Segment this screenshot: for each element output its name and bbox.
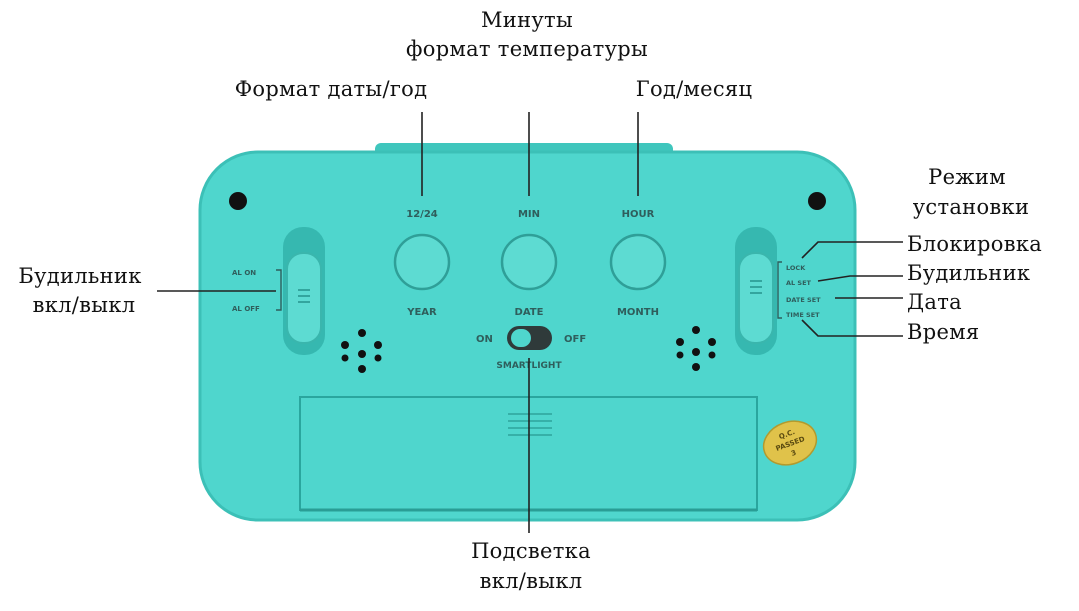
callout-time: Время bbox=[907, 320, 980, 344]
callout-minutes-line1: Минуты bbox=[481, 8, 573, 32]
callout-alarm-left-line1: Будильник bbox=[18, 264, 142, 288]
smartlight-switch-knob bbox=[511, 329, 531, 347]
smartlight-off-label: OFF bbox=[564, 334, 586, 345]
qc-sticker bbox=[762, 420, 818, 466]
leader-lock bbox=[801, 241, 903, 259]
leader-time bbox=[801, 319, 903, 337]
button-min-date[interactable] bbox=[500, 233, 558, 291]
al-off-label: AL OFF bbox=[232, 305, 260, 313]
callout-alarm-right: Будильник bbox=[907, 261, 1031, 285]
button-hour-month[interactable] bbox=[609, 233, 667, 291]
callout-backlight-line1: Подсветка bbox=[471, 539, 591, 563]
callout-minutes-line2: формат температуры bbox=[406, 37, 648, 61]
callout-setup-mode-line1: Режим bbox=[928, 165, 1006, 189]
speaker-grille-left bbox=[341, 329, 382, 373]
mode-bracket bbox=[777, 261, 782, 319]
mode-pos-lock: LOCK bbox=[786, 264, 806, 272]
callout-lock: Блокировка bbox=[907, 232, 1043, 256]
mount-hole-left bbox=[229, 192, 247, 210]
btn3-top-label: HOUR bbox=[622, 209, 655, 220]
button-12-24-year[interactable] bbox=[393, 233, 451, 291]
leader-alarm-right bbox=[817, 275, 903, 282]
callout-date: Дата bbox=[907, 290, 962, 314]
alarm-switch-knob[interactable] bbox=[286, 252, 322, 344]
battery-cover-grip bbox=[508, 413, 552, 436]
mode-switch-knob[interactable] bbox=[738, 252, 774, 344]
btn2-top-label: MIN bbox=[518, 209, 540, 220]
svg-text:3: 3 bbox=[790, 449, 797, 458]
btn1-top-label: 12/24 bbox=[406, 209, 438, 220]
mode-pos-date-set: DATE SET bbox=[786, 296, 821, 304]
mode-pos-time-set: TIME SET bbox=[786, 311, 820, 319]
btn1-bottom-label: YEAR bbox=[406, 307, 437, 318]
callout-setup-mode-line2: установки bbox=[912, 195, 1030, 219]
speaker-grille-right bbox=[676, 326, 716, 371]
mount-hole-right bbox=[808, 192, 826, 210]
mode-pos-al-set: AL SET bbox=[786, 279, 812, 287]
callout-year-month: Год/месяц bbox=[635, 77, 753, 101]
callout-date-format: Формат даты/год bbox=[234, 77, 428, 101]
al-bracket bbox=[276, 269, 282, 311]
smartlight-on-label: ON bbox=[476, 334, 493, 345]
callout-backlight-line2: вкл/выкл bbox=[479, 569, 583, 593]
btn3-bottom-label: MONTH bbox=[617, 307, 659, 318]
btn2-bottom-label: DATE bbox=[515, 307, 544, 318]
al-on-label: AL ON bbox=[232, 269, 256, 277]
callout-alarm-left-line2: вкл/выкл bbox=[32, 293, 136, 317]
